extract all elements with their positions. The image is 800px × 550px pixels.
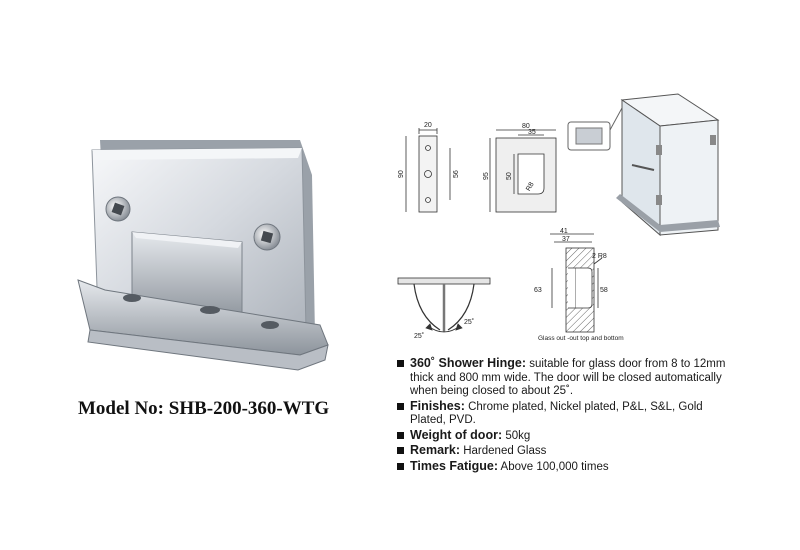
bullet-square-icon	[397, 462, 404, 470]
cutout-outer-width: 41	[560, 228, 568, 235]
spec-text: when being closed to about 25˚.	[410, 385, 574, 397]
swing-angle-right: 25˚	[464, 318, 474, 326]
spec-label: 360˚ Shower Hinge:	[410, 356, 526, 370]
cutout-caption: Glass out -out top and bottom	[538, 335, 624, 342]
spec-text: 50kg	[505, 429, 531, 442]
spec-item-hinge: 360˚ Shower Hinge: suitable for glass do…	[397, 356, 792, 399]
swing-angle-left: 25˚	[414, 332, 424, 340]
bullet-square-icon	[397, 447, 404, 454]
bullet-square-icon	[397, 402, 404, 410]
side-hole-spacing-label: 56	[453, 170, 460, 178]
swing-angle-diagram: 25˚ 25˚	[397, 277, 491, 340]
cutout-radius: 2 R8	[592, 253, 607, 260]
side-width-label: 20	[424, 122, 432, 129]
spec-label: Remark:	[410, 443, 461, 457]
front-view-drawing: 80 35 95 50 R8	[483, 123, 557, 213]
spec-text: Chrome plated, Nickel plated, P&L, S&L, …	[468, 400, 703, 413]
front-inner-width-label: 35	[528, 129, 536, 136]
spec-item-remark: Remark: Hardened Glass	[397, 443, 792, 459]
spec-list: 360˚ Shower Hinge: suitable for glass do…	[397, 356, 792, 475]
spec-text: thick and 800 mm wide. The door will be …	[410, 371, 722, 384]
spec-item-finishes: Finishes: Chrome plated, Nickel plated, …	[397, 398, 792, 428]
front-radius-label: R8	[525, 181, 536, 192]
spec-text: Plated, PVD.	[410, 414, 476, 426]
spec-item-fatigue: Times Fatigue: Above 100,000 times	[397, 458, 792, 475]
front-inner-height-label: 50	[506, 172, 513, 180]
shower-enclosure-illustration	[567, 93, 720, 237]
spec-label: Times Fatigue:	[410, 458, 498, 473]
cutout-height-right: 58	[600, 287, 608, 294]
side-height-label: 90	[398, 170, 405, 178]
bullet-square-icon	[397, 360, 404, 367]
front-height-label: 95	[483, 172, 490, 180]
spec-label: Finishes:	[410, 398, 465, 413]
side-view-drawing: 20 90 56	[398, 122, 460, 213]
glass-cutout-diagram: 41 37 2 R8 63 58 Glass out -out top and …	[534, 228, 624, 342]
spec-text: suitable for glass door from 8 to 12mm	[529, 358, 726, 370]
front-width-label: 80	[522, 123, 530, 130]
spec-label: Weight of door:	[410, 427, 503, 442]
spec-text: Above 100,000 times	[500, 460, 609, 473]
cutout-inner-width: 37	[562, 236, 570, 243]
model-number: Model No: SHB-200-360-WTG	[78, 398, 330, 419]
hinge-product-photo	[77, 140, 329, 371]
cutout-height-left: 63	[534, 287, 542, 294]
spec-text: Hardened Glass	[463, 445, 547, 457]
bullet-square-icon	[397, 431, 404, 439]
spec-item-weight: Weight of door: 50kg	[397, 427, 792, 444]
